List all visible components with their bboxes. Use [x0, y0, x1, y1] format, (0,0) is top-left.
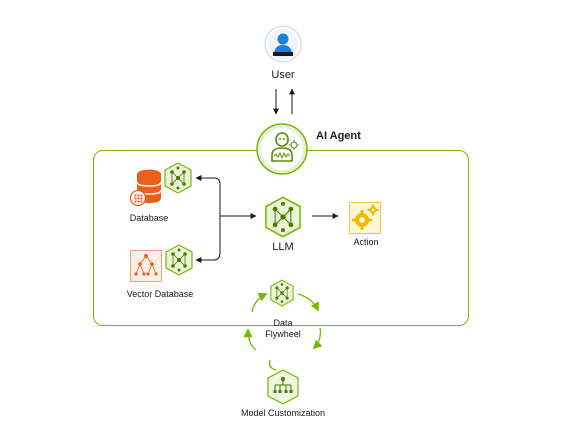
flywheel-arc-bottom-left [243, 328, 257, 351]
user-node [264, 25, 302, 63]
database-nim-cube [164, 162, 192, 194]
model-customization-label: Model Customization [240, 408, 326, 418]
flywheel-arc-right [312, 327, 323, 350]
bracket-connector [195, 175, 221, 263]
nim-cube-icon [165, 244, 193, 276]
action-label: Action [353, 237, 379, 247]
vector-database-label: Vector Database [126, 289, 194, 299]
nim-cube-icon [164, 162, 192, 194]
flywheel-arc-bottom [268, 359, 277, 371]
hierarchy-icon [267, 369, 299, 405]
ai-agent-node [256, 123, 308, 175]
ai-agent-title: AI Agent [316, 130, 361, 142]
database-label: Database [129, 213, 169, 223]
user-icon [264, 25, 302, 63]
gear-icon [349, 202, 381, 234]
nim-cube-icon [270, 279, 294, 307]
flywheel-arc-top-right [297, 293, 319, 312]
flywheel-arc-left [251, 293, 268, 313]
vector-database-node [130, 250, 162, 282]
data-flywheel-label-line2: Flywheel [265, 329, 301, 339]
action-node [349, 202, 381, 234]
nim-cube-icon [265, 196, 301, 238]
database-node [128, 168, 164, 208]
database-icon [129, 169, 162, 207]
model-customization-node [266, 369, 300, 405]
robot-icon [256, 123, 308, 175]
llm-label: LLM [272, 241, 294, 253]
vector-database-nim-cube [165, 244, 193, 276]
flywheel-nim-cube [270, 279, 294, 307]
data-flywheel-label-line1: Data [273, 318, 293, 328]
vector-database-icon [130, 250, 162, 282]
llm-node [264, 196, 302, 238]
user-label: User [271, 69, 295, 81]
